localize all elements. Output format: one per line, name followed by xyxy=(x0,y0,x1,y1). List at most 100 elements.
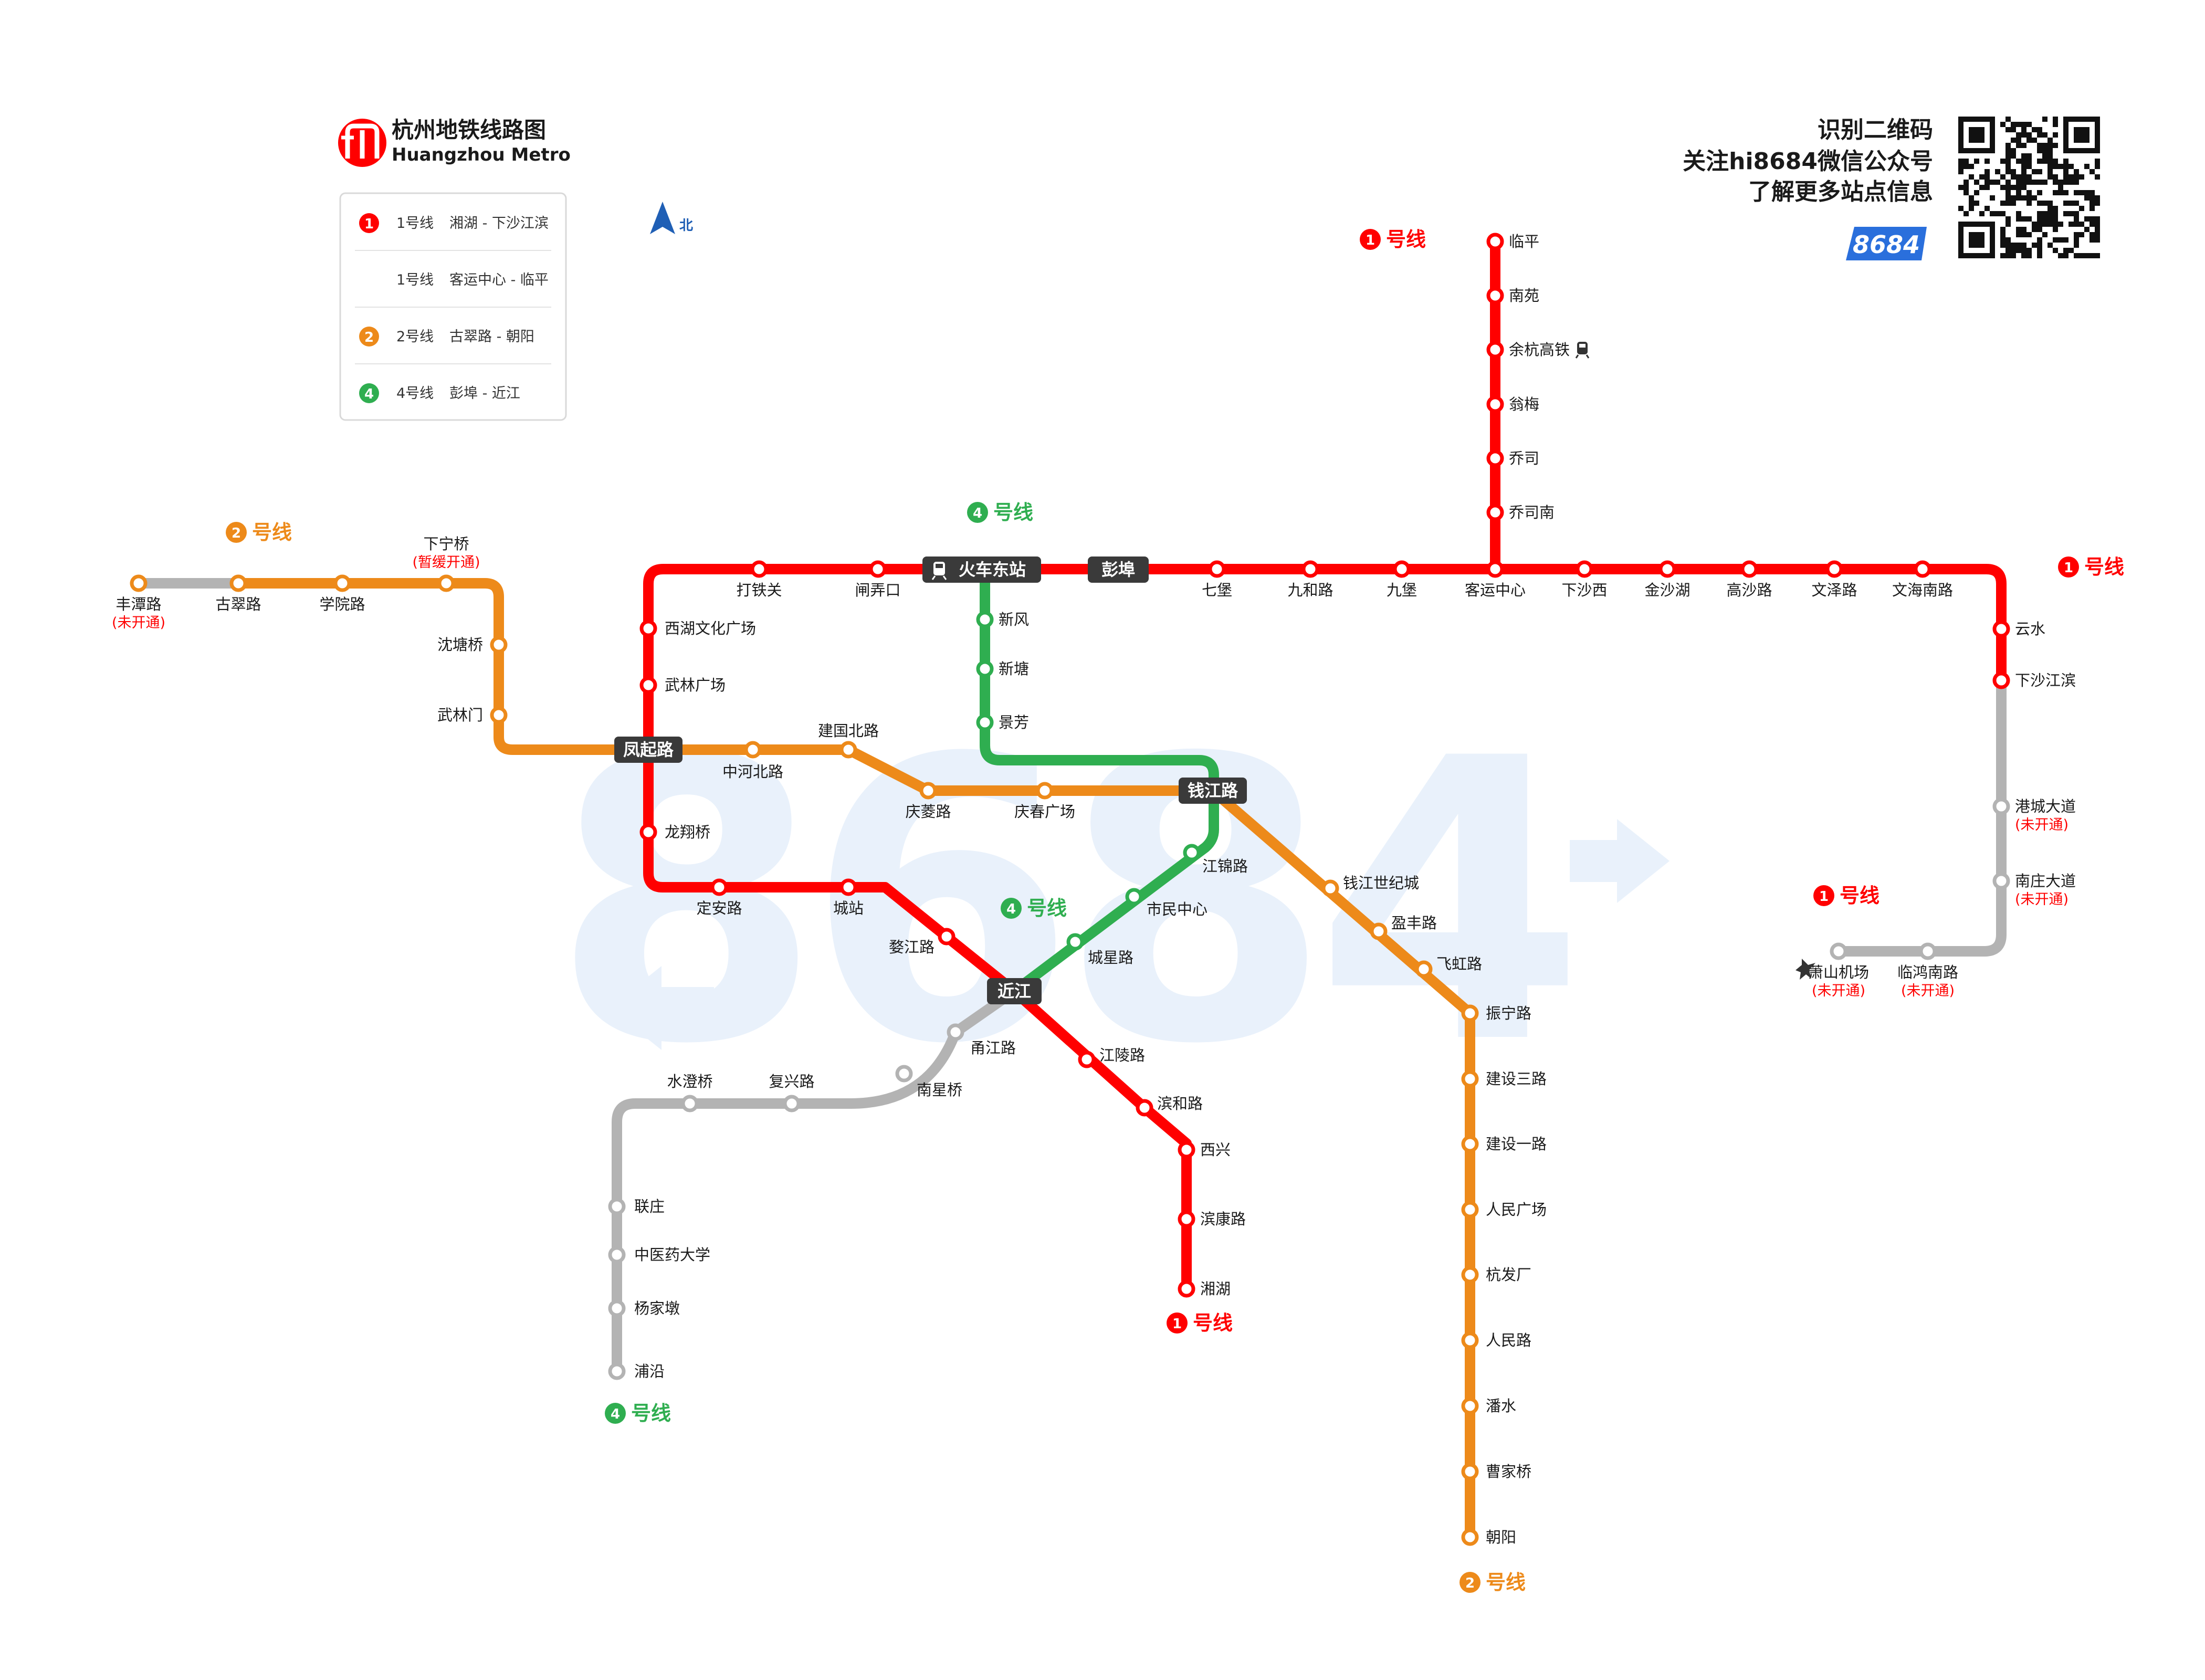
station-l2[interactable]: 丰潭路(未开通) xyxy=(112,574,165,631)
station-l2[interactable]: 建设一路 xyxy=(1461,1135,1547,1153)
station-l4-unopened[interactable]: 中医药大学 xyxy=(608,1246,710,1264)
station-l1-west[interactable]: 江陵路 xyxy=(1078,1046,1145,1068)
station-l2[interactable]: 朝阳 xyxy=(1461,1528,1516,1546)
station-l4-unopened[interactable]: 南星桥 xyxy=(895,1065,962,1099)
station-name: 乔司南 xyxy=(1509,503,1555,521)
station-l2[interactable]: 下宁桥(暂缓开通) xyxy=(412,535,480,592)
station-name: 金沙湖 xyxy=(1644,581,1690,599)
hub-fengqilu[interactable]: 凤起路 xyxy=(614,737,682,763)
qr-code-icon[interactable] xyxy=(1958,117,2100,258)
station-l4[interactable]: 江锦路 xyxy=(1183,844,1248,875)
station-l1-main[interactable]: 金沙湖 xyxy=(1644,560,1690,599)
station-l1-west[interactable]: 滨和路 xyxy=(1136,1095,1203,1117)
station-name: 下沙西 xyxy=(1561,581,1607,599)
station-l1-unopened[interactable]: 港城大道(未开通) xyxy=(1992,797,2076,833)
station-l4-unopened[interactable]: 浦沿 xyxy=(608,1362,665,1380)
line-badge-icon xyxy=(1360,229,1381,250)
station-name: 景芳 xyxy=(999,713,1029,731)
station-l1-main[interactable]: 闸弄口 xyxy=(855,560,901,599)
station-l1-main[interactable]: 九和路 xyxy=(1287,560,1334,599)
station-name: 武林门 xyxy=(437,706,483,724)
station-marker xyxy=(1830,942,1847,960)
station-l1-main[interactable]: 高沙路 xyxy=(1726,560,1772,599)
station-marker xyxy=(1461,1201,1479,1219)
station-l4-unopened[interactable]: 甬江路 xyxy=(947,1023,1016,1057)
station-l4-unopened[interactable]: 复兴路 xyxy=(769,1073,815,1112)
station-l2[interactable]: 曹家桥 xyxy=(1461,1463,1531,1480)
station-l2[interactable]: 杭发厂 xyxy=(1461,1266,1531,1284)
station-l2[interactable]: 古翠路 xyxy=(215,574,261,613)
station-l2[interactable]: 人民路 xyxy=(1461,1331,1531,1349)
station-l1-west[interactable]: 西兴 xyxy=(1178,1141,1231,1159)
station-l2[interactable]: 建国北路 xyxy=(818,722,879,759)
station-l1-west[interactable]: 龙翔桥 xyxy=(639,823,710,841)
station-l1-west[interactable]: 滨康路 xyxy=(1178,1210,1246,1228)
line-badge-icon xyxy=(605,1403,626,1424)
station-l1-unopened[interactable]: 萧山机场(未开通) xyxy=(1808,942,1869,999)
station-l1-main[interactable]: 九堡 xyxy=(1387,560,1417,599)
station-l1-north[interactable]: 翁梅 xyxy=(1486,395,1539,413)
station-l4-unopened[interactable]: 杨家墩 xyxy=(608,1299,680,1317)
station-l1-main[interactable]: 七堡 xyxy=(1202,560,1232,599)
station-l4[interactable]: 城星路 xyxy=(1066,933,1133,967)
station-l1-main[interactable]: 文海南路 xyxy=(1892,560,1953,599)
station-l4[interactable]: 新风 xyxy=(976,611,1029,628)
station-l2[interactable]: 沈塘桥 xyxy=(437,636,508,654)
station-l2[interactable]: 庆春广场 xyxy=(1014,782,1075,821)
station-marker xyxy=(681,1095,699,1112)
station-l1-unopened[interactable]: 临鸿南路(未开通) xyxy=(1897,942,1958,999)
station-l4[interactable]: 新塘 xyxy=(976,660,1029,678)
station-l2[interactable]: 人民广场 xyxy=(1461,1201,1547,1219)
station-l2[interactable]: 飞虹路 xyxy=(1415,955,1482,978)
station-l4-unopened[interactable]: 联庄 xyxy=(608,1198,665,1215)
station-l1-main[interactable]: 下沙江滨 xyxy=(1992,671,2076,689)
station-name: 下沙江滨 xyxy=(2015,671,2076,689)
station-marker xyxy=(639,676,657,694)
station-name: 南苑 xyxy=(1509,287,1539,304)
station-l1-main[interactable]: 文泽路 xyxy=(1811,560,1857,599)
station-l4[interactable]: 景芳 xyxy=(976,713,1029,731)
station-l1-north[interactable]: 乔司南 xyxy=(1486,503,1555,521)
hub-label: 火车东站 xyxy=(959,560,1026,580)
station-l1-west[interactable]: 城站 xyxy=(833,878,864,917)
station-l1-north[interactable]: 余杭高铁 xyxy=(1486,341,1570,359)
station-l1-west[interactable]: 定安路 xyxy=(696,878,742,917)
hub-huochedong[interactable]: 火车东站 xyxy=(922,556,1041,583)
station-l2[interactable]: 振宁路 xyxy=(1461,1004,1531,1022)
station-l1-main[interactable]: 打铁关 xyxy=(736,560,782,599)
station-l1-west[interactable]: 婺江路 xyxy=(889,928,956,956)
line-badge-number: 4 xyxy=(973,506,982,521)
station-marker xyxy=(783,1095,801,1112)
station-l1-unopened[interactable]: 南庄大道(未开通) xyxy=(1992,872,2076,908)
station-l2[interactable]: 中河北路 xyxy=(722,741,783,781)
station-l1-main[interactable]: 云水 xyxy=(1992,620,2045,638)
station-l2[interactable]: 盈丰路 xyxy=(1370,914,1437,940)
station-l1-main[interactable]: 客运中心 xyxy=(1465,560,1526,599)
station-l4-unopened[interactable]: 水澄桥 xyxy=(667,1073,713,1112)
station-l1-north[interactable]: 南苑 xyxy=(1486,287,1539,304)
station-marker xyxy=(1461,1463,1479,1480)
station-l2[interactable]: 潘水 xyxy=(1461,1397,1516,1415)
station-l4[interactable]: 市民中心 xyxy=(1125,888,1208,918)
station-note: (未开通) xyxy=(2015,891,2068,908)
station-l1-west[interactable]: 湘湖 xyxy=(1178,1280,1231,1298)
station-marker xyxy=(1486,233,1504,250)
station-l1-north[interactable]: 临平 xyxy=(1486,233,1539,250)
station-l2[interactable]: 庆菱路 xyxy=(905,782,951,821)
hub-pengbu[interactable]: 彭埠 xyxy=(1088,556,1149,583)
station-marker xyxy=(1183,844,1201,862)
station-l2[interactable]: 建设三路 xyxy=(1461,1070,1547,1088)
legend-item-line4: 4 4号线 彭埠 - 近江 xyxy=(359,383,520,403)
station-marker xyxy=(1208,560,1226,578)
qr-line-1: 识别二维码 xyxy=(1818,117,1933,143)
station-l1-west[interactable]: 武林广场 xyxy=(639,676,726,694)
station-l1-main[interactable]: 下沙西 xyxy=(1561,560,1608,599)
station-l2[interactable]: 学院路 xyxy=(319,574,365,613)
station-l2[interactable]: 武林门 xyxy=(437,706,508,724)
hub-qianjianglu[interactable]: 钱江路 xyxy=(1179,778,1247,804)
hangzhou-metro-logo-icon xyxy=(338,119,386,167)
station-l2[interactable]: 钱江世纪城 xyxy=(1321,874,1419,897)
hub-jinjiang[interactable]: 近江 xyxy=(987,978,1042,1004)
station-l1-north[interactable]: 乔司 xyxy=(1486,449,1539,467)
station-l1-west[interactable]: 西湖文化广场 xyxy=(639,620,756,637)
